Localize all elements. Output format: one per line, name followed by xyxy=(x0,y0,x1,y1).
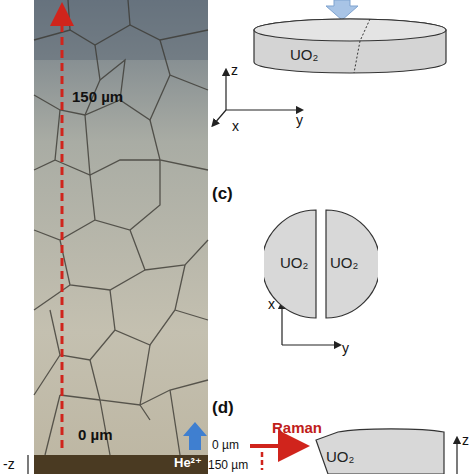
micrograph xyxy=(34,0,208,474)
depth-label: 150 µm xyxy=(72,88,123,105)
axis-label: -z xyxy=(3,456,15,472)
specimen-shape: UO₂ xyxy=(324,208,378,320)
ion-beam-arrow xyxy=(183,422,207,450)
material-label: UO₂ xyxy=(330,254,358,271)
axis-label: x xyxy=(268,296,275,312)
axis-label: z xyxy=(462,432,469,448)
axis-label: x xyxy=(232,118,239,134)
axis-label: z xyxy=(231,62,238,78)
depth-label: 0 µm xyxy=(212,438,239,452)
material-label: UO₂ xyxy=(326,448,354,465)
panel-letter: (c) xyxy=(212,184,233,204)
depth-label: 150 µm xyxy=(208,458,248,472)
axis-label: y xyxy=(296,112,303,128)
ion-beam-arrow xyxy=(326,0,358,20)
ion-label: He²⁺ xyxy=(174,455,202,470)
depth-arrow xyxy=(61,14,64,448)
depth-arrow xyxy=(261,452,264,470)
axis xyxy=(456,440,457,474)
material-label: UO₂ xyxy=(280,254,308,271)
raman-arrow xyxy=(250,444,294,448)
depth-label: 0 µm xyxy=(78,426,113,443)
axis-label: y xyxy=(342,340,349,356)
panel-letter: (d) xyxy=(212,398,234,418)
axes xyxy=(214,72,300,124)
technique-label: Raman xyxy=(272,419,322,436)
axis xyxy=(27,455,28,474)
shape-outline xyxy=(250,16,450,78)
material-label: UO₂ xyxy=(290,46,318,63)
specimen-shape: UO₂ xyxy=(250,16,450,78)
grain-boundaries xyxy=(34,0,208,455)
